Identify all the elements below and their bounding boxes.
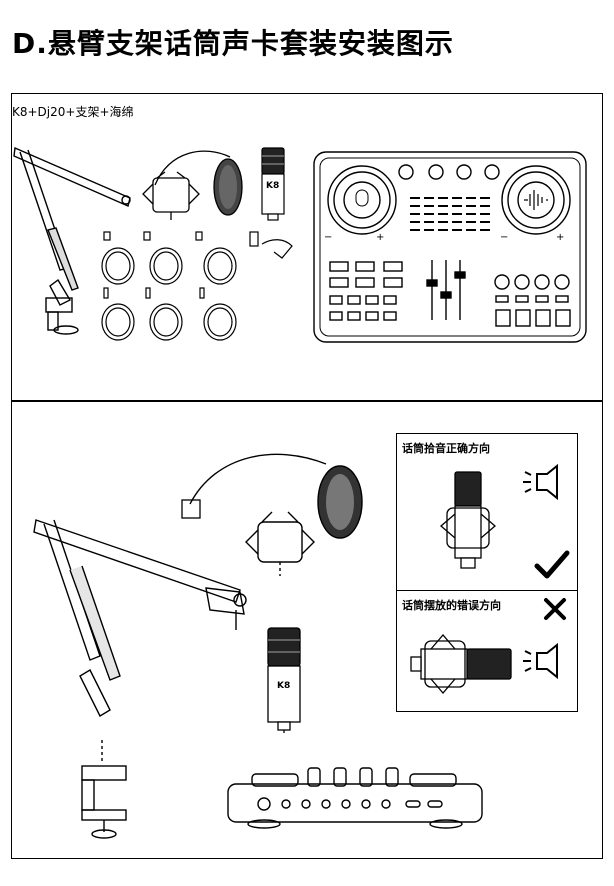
speaker-icon-wrong (523, 642, 558, 680)
correct-orientation-label: 话筒拾音正确方向 (402, 442, 490, 455)
page-title: D.悬臂支架话筒声卡套装安装图示 (12, 27, 454, 60)
shock-mount-illustration (142, 171, 200, 220)
microphone-illustration: K8 (261, 147, 285, 221)
speaker-icon (523, 463, 558, 501)
kit-contents-panel (11, 93, 603, 401)
correct-orientation-inset: 话筒拾音正确方向 (396, 433, 578, 591)
boom-arm-illustration (13, 146, 131, 335)
assembly-microphone-model-label: K8 (277, 681, 290, 691)
wrong-orientation-mic (410, 634, 512, 694)
assembly-pop-filter (181, 453, 363, 539)
checkmark-icon (534, 550, 570, 579)
kit-contents-label: K8+Dj20+支架+海绵 (12, 105, 134, 119)
correct-orientation-mic (440, 471, 496, 569)
microphone-model-label: K8 (266, 181, 279, 191)
assembly-microphone: K8 (267, 627, 301, 736)
pop-filter-illustration (154, 150, 243, 216)
svg-text:+: + (556, 232, 564, 243)
cables-illustration (101, 231, 293, 341)
wrong-orientation-inset: 话筒摆放的错误方向 (396, 590, 578, 712)
svg-text:−: − (324, 232, 332, 243)
wrong-orientation-label: 话筒摆放的错误方向 (402, 599, 501, 612)
svg-text:+: + (376, 232, 384, 243)
assembly-sound-card (227, 767, 483, 829)
cross-icon (544, 598, 566, 620)
assembly-boom-arm (33, 519, 247, 717)
sound-card-top-view: − + − + (313, 151, 587, 343)
assembly-clamp (81, 740, 127, 839)
svg-text:−: − (500, 232, 508, 243)
assembly-shock-mount (245, 511, 315, 576)
assembly-panel (11, 401, 603, 859)
